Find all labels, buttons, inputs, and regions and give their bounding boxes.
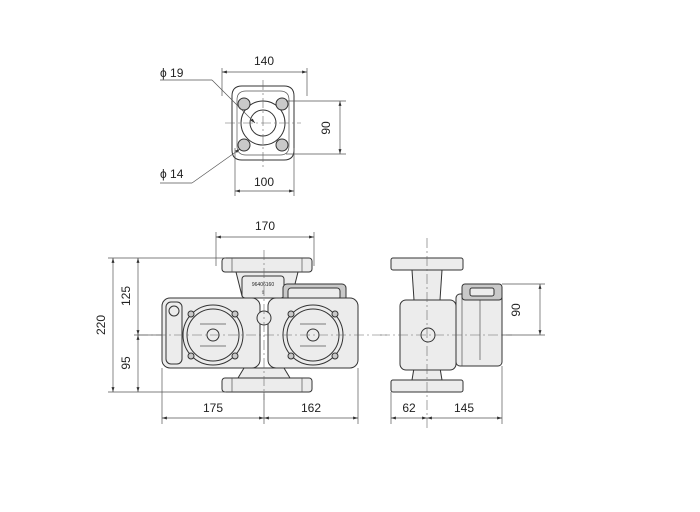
dim-phi-large: ϕ 19 [160, 66, 184, 80]
side-view: 90 62 145 [380, 238, 545, 430]
cable-gland-left [168, 305, 180, 317]
flow-arrow-icon: ⇧ [261, 290, 265, 296]
dim-front-height-total: 220 [94, 315, 108, 335]
dim-front-height-upper: 125 [119, 286, 133, 306]
dim-front-height-lower: 95 [119, 356, 133, 370]
bolt-hole [275, 97, 289, 111]
front-view: 96406160 ⇧ [94, 219, 390, 424]
top-flange [221, 257, 313, 273]
dim-side-height: 90 [509, 303, 523, 317]
flange-inner-outline [236, 90, 290, 156]
dim-front-width-left: 175 [203, 401, 223, 415]
dim-front-width-right: 162 [301, 401, 321, 415]
nameplate-text: 96406160 [252, 282, 274, 288]
dim-flange-height: 90 [319, 121, 333, 135]
dim-side-width-right: 145 [454, 401, 474, 415]
bolt-hole [237, 138, 251, 152]
bolt-hole [237, 97, 251, 111]
terminal-box-left [165, 301, 183, 365]
dim-flange-width-bottom: 100 [254, 175, 274, 189]
bolt-hole [275, 138, 289, 152]
flange-view: 140 90 100 ϕ 19 ϕ 14 [160, 54, 346, 196]
bottom-flange [221, 377, 313, 393]
dim-front-width-top: 170 [255, 219, 275, 233]
dim-phi-small: ϕ 14 [160, 167, 184, 181]
side-motor [455, 293, 503, 367]
dim-flange-width-top: 140 [254, 54, 274, 68]
dim-side-width-left: 62 [402, 401, 416, 415]
